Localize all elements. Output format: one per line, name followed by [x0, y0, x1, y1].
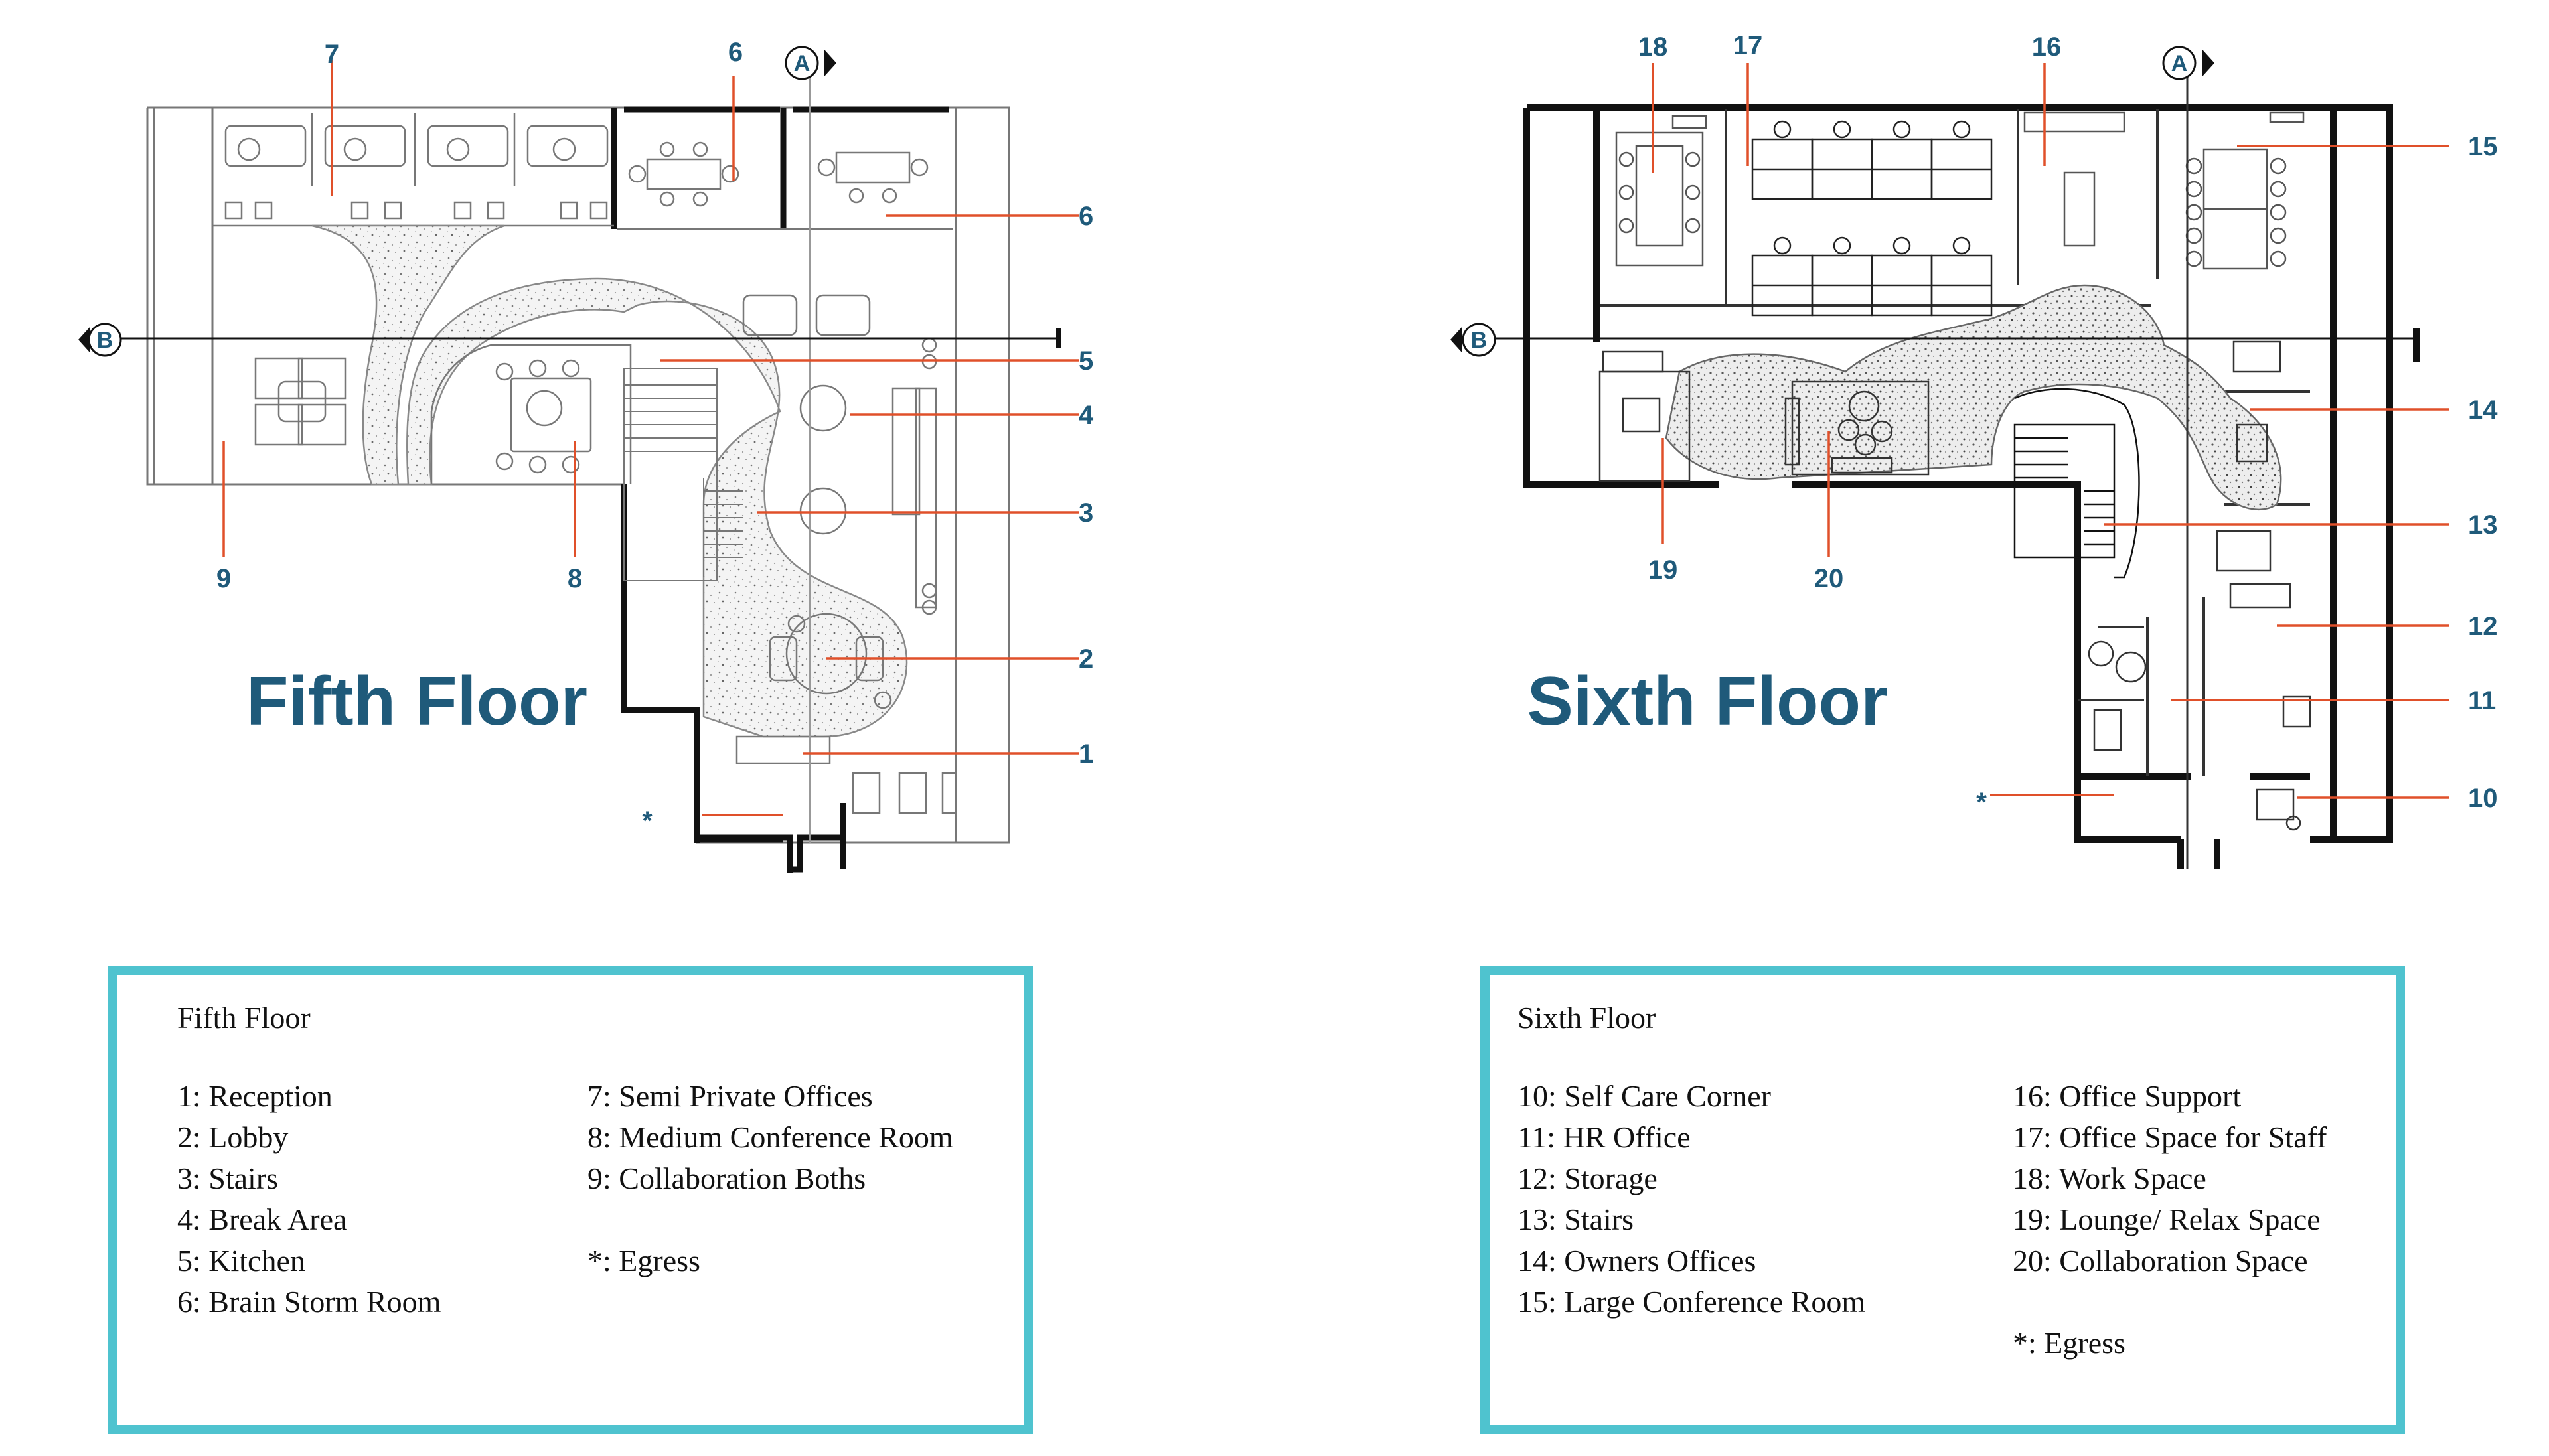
- callout-9: 9: [216, 564, 231, 593]
- legend-item: 2: Lobby: [177, 1120, 289, 1154]
- sixth-callouts: 10 11 12 13 14 15 16 17 18 19 20 *: [1638, 31, 2498, 817]
- fifth-legend-heading: Fifth Floor: [177, 1001, 311, 1035]
- fifth-legend-col2: 7: Semi Private Offices 8: Medium Confer…: [587, 1076, 953, 1281]
- sixth-legend-col2: 16: Office Support 17: Office Space for …: [2013, 1076, 2327, 1364]
- callout-18: 18: [1638, 33, 1668, 62]
- callout-10: 10: [2468, 784, 2498, 813]
- axis-marker-b-fifth: B: [78, 323, 122, 357]
- fifth-legend-col1: 1: Reception 2: Lobby 3: Stairs 4: Break…: [177, 1076, 441, 1323]
- legend-item: 7: Semi Private Offices: [587, 1079, 873, 1113]
- callout-17: 17: [1733, 31, 1763, 60]
- sixth-axis-markers: A B: [1450, 46, 2420, 869]
- legend-egress: *: Egress: [2013, 1326, 2125, 1360]
- callout-6-top: 6: [728, 38, 743, 67]
- legend-egress: *: Egress: [587, 1244, 700, 1277]
- callout-2: 2: [1079, 644, 1093, 674]
- legend-item: 9: Collaboration Boths: [587, 1161, 866, 1195]
- legend-item: 18: Work Space: [2013, 1161, 2206, 1195]
- legend-item: 6: Brain Storm Room: [177, 1285, 441, 1319]
- legend-item: 12: Storage: [1517, 1161, 1658, 1195]
- stairs-fifth: [623, 368, 743, 581]
- sixth-leader-lines: [1652, 63, 2449, 799]
- axis-marker-a-sixth: A: [2162, 46, 2214, 80]
- sixth-floor-title: Sixth Floor: [1527, 663, 1887, 740]
- legend-item: 19: Lounge/ Relax Space: [2013, 1202, 2321, 1236]
- axis-marker-b-sixth: B: [1450, 323, 1496, 357]
- legend-item: 11: HR Office: [1517, 1120, 1691, 1154]
- fifth-callouts: 1 2 3 4 5 6 6 7 8 9 *: [216, 38, 1094, 836]
- callout-15: 15: [2468, 132, 2498, 161]
- callout-20: 20: [1814, 564, 1844, 593]
- circulation-path: [311, 224, 908, 738]
- sixth-circulation: [1665, 284, 2282, 511]
- axis-label-a: A: [2171, 51, 2188, 76]
- fifth-floor-legend: Fifth Floor 1: Reception 2: Lobby 3: Sta…: [108, 966, 1033, 1434]
- callout-3: 3: [1079, 498, 1093, 528]
- legend-item: 14: Owners Offices: [1517, 1244, 1756, 1277]
- fifth-axis-markers: A B: [78, 46, 1061, 843]
- legend-item: 4: Break Area: [177, 1202, 347, 1236]
- callout-4: 4: [1079, 401, 1094, 430]
- callout-egress-sixth: *: [1976, 788, 1987, 817]
- callout-6-right: 6: [1079, 202, 1093, 231]
- fifth-floor-title: Fifth Floor: [246, 663, 587, 740]
- callout-8: 8: [568, 564, 582, 593]
- callout-19: 19: [1648, 555, 1678, 585]
- legend-item: 3: Stairs: [177, 1161, 279, 1195]
- fifth-leader-lines: [222, 60, 1079, 816]
- axis-label-a: A: [794, 51, 811, 76]
- callout-5: 5: [1079, 346, 1093, 376]
- axis-label-b: B: [97, 328, 114, 353]
- callout-16: 16: [2032, 33, 2062, 62]
- sixth-legend-col1: 10: Self Care Corner 11: HR Office 12: S…: [1517, 1076, 1865, 1323]
- fifth-floor-plan: [146, 106, 1010, 873]
- legend-item: 17: Office Space for Staff: [2013, 1120, 2327, 1154]
- legend-item: 10: Self Care Corner: [1517, 1079, 1771, 1113]
- sixth-floor-plan: [1523, 104, 2393, 869]
- callout-13: 13: [2468, 510, 2498, 540]
- stairs-sixth: [2013, 388, 2140, 579]
- axis-marker-a-fifth: A: [785, 46, 836, 80]
- legend-item: 13: Stairs: [1517, 1202, 1634, 1236]
- legend-item: 16: Office Support: [2013, 1079, 2242, 1113]
- axis-label-b: B: [1471, 328, 1488, 353]
- legend-item: 5: Kitchen: [177, 1244, 305, 1277]
- sixth-legend-heading: Sixth Floor: [1517, 1001, 1656, 1035]
- legend-item: 15: Large Conference Room: [1517, 1285, 1866, 1319]
- callout-egress-fifth: *: [642, 806, 653, 836]
- legend-item: 1: Reception: [177, 1079, 333, 1113]
- callout-12: 12: [2468, 612, 2498, 641]
- legend-item: 8: Medium Conference Room: [587, 1120, 953, 1154]
- callout-1: 1: [1079, 739, 1093, 768]
- sixth-floor-legend: Sixth Floor 10: Self Care Corner 11: HR …: [1480, 966, 2405, 1434]
- callout-11: 11: [2468, 686, 2496, 715]
- callout-14: 14: [2468, 396, 2498, 425]
- callout-7: 7: [325, 40, 339, 69]
- legend-item: 20: Collaboration Space: [2013, 1244, 2308, 1277]
